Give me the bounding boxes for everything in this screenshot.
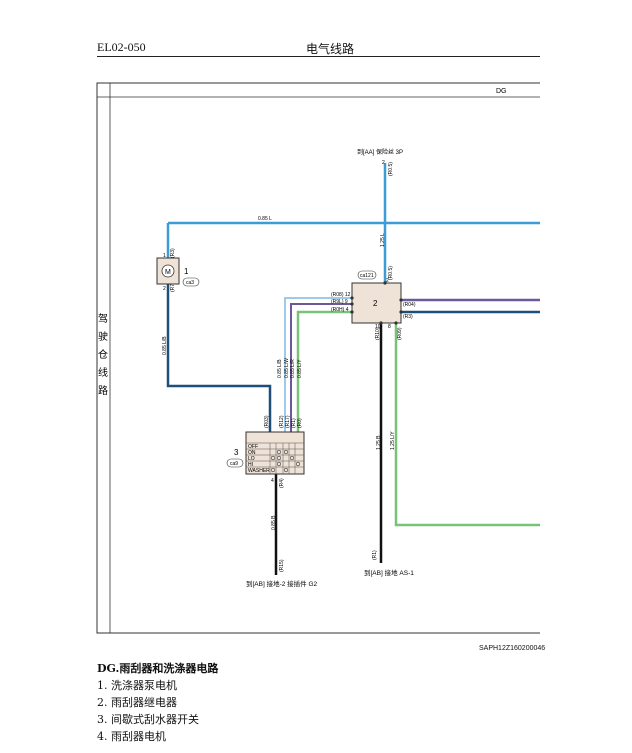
relay-connector: ca121 (360, 273, 374, 279)
figure-caption: DG.雨刮器和洗涤器电路 (97, 662, 219, 675)
switch-pin-code: (R17) (285, 415, 291, 428)
relay-bottom-code: (R09) (397, 327, 403, 340)
pump-motor: M 1 ca3 (156, 257, 200, 287)
switch-wire-code: 0.85 L/R (290, 359, 296, 378)
side-char: 驶 (98, 330, 108, 343)
relay-left-code: (R08) 12 (331, 292, 351, 298)
wire-navy-motor-switch (166, 284, 272, 432)
switch-grid (246, 442, 304, 474)
ground-left-code: (R15) (279, 559, 285, 572)
switch-contacts (270, 449, 301, 473)
switch-row-label: OFF (248, 444, 258, 450)
switch-row-label: ON (248, 450, 256, 456)
wire-code-motor-down: 0.85 L/B (162, 336, 168, 355)
relay-bottom-code: (R10) (375, 327, 381, 340)
switch-bottom-code: (R4) (279, 478, 285, 488)
relay-terminals (350, 281, 403, 325)
switch-number: 3 (234, 448, 239, 457)
relay-bottom-pin: 10 (375, 324, 381, 330)
pump-motor-number: 1 (184, 267, 189, 276)
switch-wire-code: 0.85 L/B (277, 359, 283, 378)
side-char: 路 (98, 384, 108, 397)
switch-bottom-pin: 4 (271, 478, 274, 484)
side-char: 线 (98, 366, 108, 379)
motor-bottom-pin: 2 (163, 286, 166, 292)
motor-bottom-code: (R7) (170, 282, 176, 292)
switch-rows: OFF ON LO HI WASHER (248, 444, 270, 474)
fuse-label: 到[AA] 保险丝 3P (357, 148, 403, 156)
relay-box (351, 282, 402, 324)
ground-right-code: (R1) (372, 550, 378, 560)
relay-left-code: (R9L) 9 (331, 299, 348, 305)
ground-left-label: 到[AB] 接地-2 接插件 G2 (246, 579, 318, 588)
relay-green-wire: 1.25 L/Y (390, 431, 396, 450)
relay-top-pin: 2 (386, 278, 389, 284)
switch-connector: ca9 (230, 461, 238, 467)
side-label: 驾 驶 仓 线 路 (98, 313, 108, 397)
figure-ref: SAPH12Z160200046 (479, 645, 546, 652)
legend-item: 4. 雨刮器电机 (97, 730, 166, 743)
switch-row-label: WASHER (248, 468, 270, 474)
wires (166, 163, 540, 575)
fuse-pin-code: (R0.5) (388, 162, 394, 176)
switch-row-label: LO (248, 456, 255, 462)
relay-right-code: (R3) (403, 314, 413, 320)
switch-ground-wire: 0.85 B (271, 515, 277, 530)
wire-purple-switch (290, 303, 352, 432)
connector-badge (182, 277, 200, 287)
connector-badge (226, 458, 244, 468)
side-char: 驾 (98, 313, 108, 325)
switch-wire-code: 0.85 L/Y (297, 359, 303, 378)
fuse-pin: 2 (382, 160, 385, 166)
section-tag: DG (496, 88, 507, 95)
motor-symbol (161, 264, 175, 278)
switch-pin-code: (R0) (297, 418, 303, 428)
legend-item: 2. 雨刮器继电器 (97, 696, 177, 709)
motor-top-code: (R3) (170, 248, 176, 258)
motor-top-pin: 1 (163, 253, 166, 259)
side-char: 仓 (98, 348, 108, 361)
switch-pin-code: (R12) (279, 415, 285, 428)
switch-pin-code: (R1) (291, 418, 297, 428)
relay-bottom-pin: 8 (388, 324, 391, 330)
legend-item: 1. 洗涤器泵电机 (97, 679, 177, 692)
header-rule (97, 56, 540, 57)
relay-right-code: (R04) (403, 302, 416, 308)
pump-motor-connector: ca3 (186, 280, 194, 286)
wire-code-blue-down: 1.25 L (380, 233, 386, 247)
relay-number: 2 (373, 299, 378, 308)
switch-pin-code: (R03) (264, 415, 270, 428)
motor-symbol-letter: M (165, 269, 171, 276)
page-code: EL02-050 (97, 40, 146, 54)
connector-badge (357, 270, 377, 280)
switch-row-label: HI (248, 462, 253, 468)
legend-list: 1. 洗涤器泵电机 2. 雨刮器继电器 3. 间歇式刮水器开关 4. 雨刮器电机 (97, 677, 199, 745)
wiper-relay: 2 ca121 (350, 270, 403, 325)
relay-ground-wire: 1.25 B (376, 435, 382, 450)
page-title: 电气线路 (306, 42, 355, 56)
wire-green-switch (296, 310, 352, 432)
switch-wire-code: 0.85 L/W (284, 358, 290, 378)
diagram-frame (96, 82, 540, 634)
wire-code-horizontal: 0.85 L (258, 216, 272, 222)
wire-lightblue-switch (284, 297, 352, 432)
wire-labels: 到[AA] 保险丝 3P 2 (R0.5) 0.85 L 1.25 L 2 (R… (162, 148, 416, 588)
relay-left-code: (R0H) 4 (331, 307, 349, 313)
relay-top-code: (R0.5) (388, 266, 394, 280)
legend-item: 3. 间歇式刮水器开关 (97, 713, 199, 726)
wire-green-relay-right (394, 323, 540, 527)
ground-right-label: 到[AB] 接地 AS-1 (364, 568, 414, 577)
intermittent-wiper-switch: OFF ON LO HI WASHER 3 ca9 (226, 431, 305, 475)
